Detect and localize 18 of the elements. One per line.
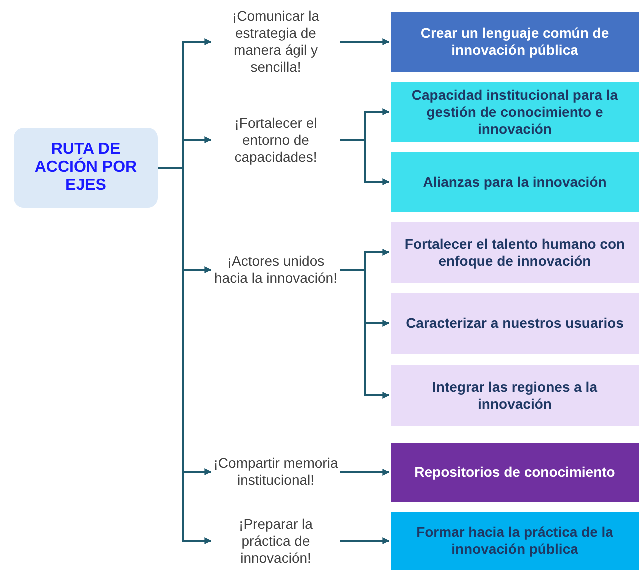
action-box: Crear un lenguaje común de innovación pública — [391, 12, 639, 72]
arrow — [340, 538, 390, 544]
root-box: RUTA DE ACCIÓN POR EJES — [14, 128, 158, 208]
arrow — [158, 167, 212, 544]
arrow — [340, 469, 390, 476]
axis-text: ¡Actores unidos hacia la innovación! — [213, 240, 339, 300]
action-box: Repositorios de conocimiento — [391, 443, 639, 502]
arrow — [340, 38, 390, 46]
action-box: Fortalecer el talento humano con enfoque de innovación — [391, 222, 639, 283]
axis-text: ¡Preparar la práctica de innovación! — [213, 512, 339, 570]
axis-text: ¡Fortalecer el entorno de capacidades! — [213, 108, 339, 172]
action-box: Capacidad institucional para la gestión de conocimiento e innovación — [391, 82, 639, 142]
action-box: Alianzas para la innovación — [391, 152, 639, 212]
axis-text: ¡Comunicar la estrategia de manera ágil y sencilla! — [213, 8, 339, 76]
action-box: Formar hacia la práctica de la innovación pública — [391, 512, 639, 570]
action-box: Caracterizar a nuestros usuarios — [391, 293, 639, 354]
axis-text: ¡Compartir memoria institucional! — [213, 444, 339, 500]
action-box: Integrar las regiones a la innovación — [391, 365, 639, 426]
